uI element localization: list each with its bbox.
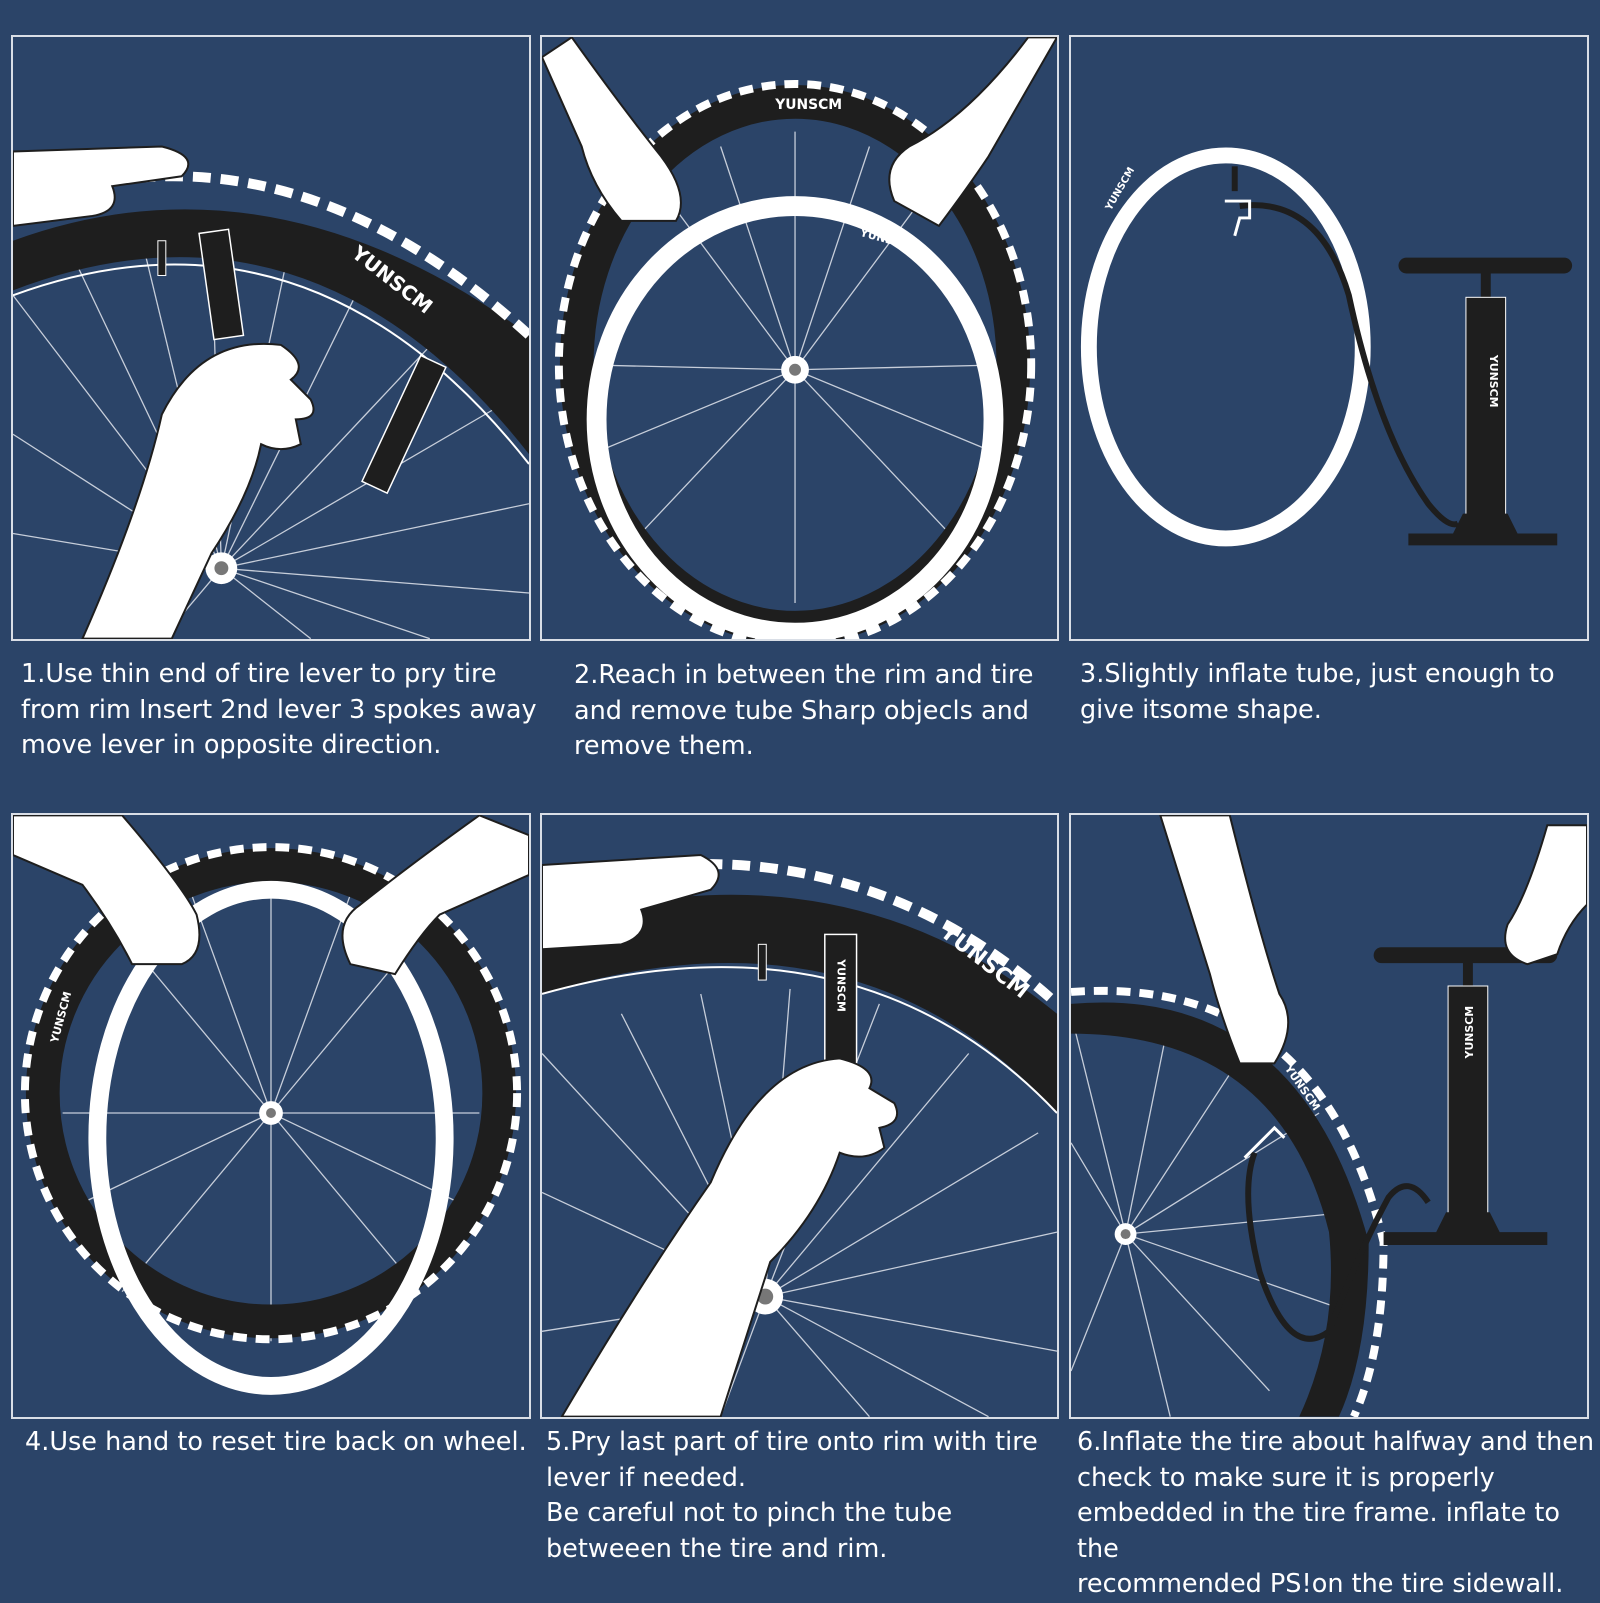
hand	[542, 37, 682, 222]
hand	[13, 145, 190, 227]
hand	[542, 854, 720, 951]
tire	[542, 894, 1057, 1114]
hand	[1159, 815, 1290, 1065]
rim	[13, 263, 529, 465]
pump-handle	[1398, 257, 1573, 274]
hand	[81, 342, 315, 639]
tire-tread	[1071, 986, 1388, 1417]
step-3-caption: 3.Slightly inflate tube, just enough to …	[1080, 659, 1555, 725]
valve	[1231, 166, 1238, 192]
tire-lever	[198, 228, 245, 341]
tire	[13, 209, 529, 455]
hand	[341, 815, 529, 976]
pump-hose	[1245, 1151, 1431, 1342]
pump-head	[1243, 1125, 1286, 1159]
wheel-spokes	[62, 884, 480, 1342]
step-6-caption: 6.Inflate the tire about halfway and the…	[1077, 1427, 1595, 1599]
step-6-illustration: YUNSCM YUNSCM	[1069, 813, 1589, 1419]
tire-lever	[824, 933, 858, 1065]
brand-label: YUNSCM	[1487, 354, 1500, 408]
step-5-illustration: YUNSCM YUNSCM	[540, 813, 1059, 1419]
pump-base	[1383, 1212, 1548, 1245]
pump-head	[1224, 199, 1252, 237]
inner-tube	[1080, 147, 1371, 547]
tire	[1071, 1002, 1369, 1417]
pump-barrel	[1465, 296, 1507, 532]
step-1-caption: 1.Use thin end of tire lever to pry tire…	[21, 659, 537, 760]
brand-label: YUNSCM	[774, 97, 842, 113]
pump-shaft	[1480, 270, 1491, 301]
brand-label: YUNSCM	[1463, 1006, 1476, 1060]
hand	[1504, 824, 1587, 966]
inner-tube	[586, 196, 1004, 639]
hand	[13, 815, 201, 966]
tire-tread	[554, 80, 1036, 639]
inner-tube	[88, 880, 454, 1395]
step-5-caption: 5.Pry last part of tire onto rim with ti…	[546, 1427, 1038, 1564]
pump-hose	[1239, 202, 1460, 528]
valve	[757, 943, 767, 981]
valve	[157, 240, 167, 276]
pump-base	[1408, 513, 1558, 546]
step-3-illustration: YUNSCM YUNSCM	[1069, 35, 1589, 641]
tire	[25, 848, 517, 1339]
hand	[560, 1057, 899, 1417]
step-2-caption: 2.Reach in between the rim and tire and …	[574, 660, 1034, 761]
pump-barrel	[1447, 985, 1489, 1230]
step-4-illustration: YUNSCM YUNSCM	[11, 813, 531, 1419]
step-2-illustration: YUNSCM YUNSCM	[540, 35, 1059, 641]
step-4-caption: 4.Use hand to reset tire back on wheel.	[25, 1427, 527, 1457]
pump-shaft	[1462, 960, 1473, 990]
step-1-illustration: YUNSCM	[11, 35, 531, 641]
brand-label: YUNSCM	[835, 958, 848, 1012]
hand	[888, 37, 1057, 228]
tire-lever	[361, 354, 447, 495]
